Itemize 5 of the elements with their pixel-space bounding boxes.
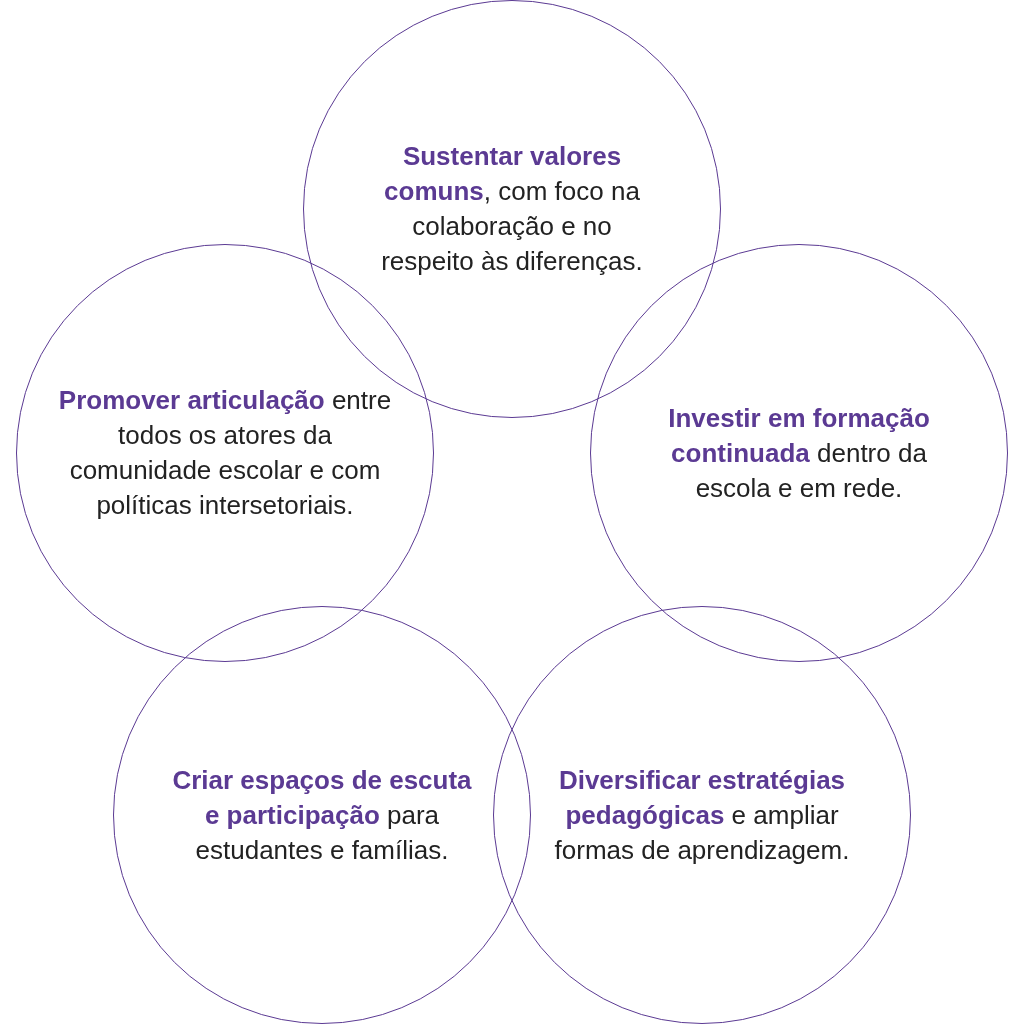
circle-text: Promover articulação entre todos os atores da comunidade escolar e com políticas intersetoriais. — [57, 384, 393, 522]
circle-text: Criar espaços de escuta e participação para estudantes e famílias. — [171, 763, 473, 867]
circle-text: Investir em formação continuada dentro da escola e em rede. — [667, 401, 931, 505]
circle-text: Diversificar estratégias pedagógicas e ampliar formas de aprendizagem. — [553, 763, 851, 867]
circle-text: Sustentar valores comuns, com foco na colaboração e no respeito às diferenças. — [380, 140, 644, 278]
